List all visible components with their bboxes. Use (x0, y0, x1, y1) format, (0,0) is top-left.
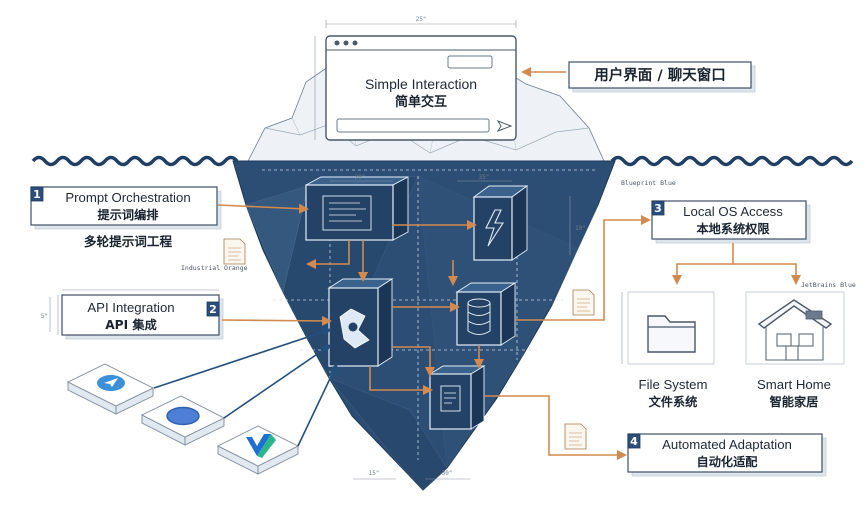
jetbrains-blue-note: JetBrains Blue (801, 281, 856, 289)
db-to-os-connector (515, 215, 651, 321)
file-system-cn: 文件系统 (649, 394, 698, 409)
badge-4: 4 (630, 435, 638, 448)
dim-35: 35" (479, 174, 490, 181)
adaptation-connector (484, 395, 627, 460)
adaptation-module (428, 365, 486, 430)
telegram-app-icon (97, 375, 125, 391)
top-callout: 用户界面 / 聊天窗口 (521, 61, 756, 93)
app-tile-v (216, 425, 300, 475)
label-1-en: Prompt Orchestration (65, 190, 190, 205)
app-core-icon (339, 308, 370, 349)
label-3-en: Local OS Access (683, 204, 783, 219)
badge-1: 1 (33, 188, 41, 201)
chat-input-field (336, 118, 490, 133)
dim-15: 15" (369, 470, 380, 477)
label-3-cn: 本地系统权限 (696, 221, 770, 236)
waterline (31, 155, 854, 167)
top-dimension: 25" (314, 16, 517, 140)
label-4-cn: 自动化适配 (697, 454, 759, 469)
core-module (327, 278, 394, 367)
smart-home-en: Smart Home (757, 377, 831, 392)
label-local-os-access: 3 Local OS Access 本地系统权限 (651, 200, 811, 244)
label-4-en: Automated Adaptation (662, 437, 792, 452)
label-2-cn: API 集成 (105, 317, 157, 332)
simple-interaction-window: Simple Interaction 简单交互 (325, 35, 517, 141)
v-app-icon (246, 434, 276, 458)
dim-5: 5" (41, 313, 48, 320)
paper-document-icon-right (572, 289, 595, 316)
iceberg-dimension-marks: 20" 35" 10" 5" 15" 30" (41, 174, 586, 480)
dim-20: 20" (355, 174, 366, 181)
smart-home-cn: 智能家居 (769, 394, 819, 409)
industrial-orange-note: Industrial Orange (181, 264, 248, 272)
label-1-cn-extra: 多轮提示词工程 (84, 234, 173, 249)
label-2-en: API Integration (87, 300, 174, 315)
database-icon (467, 298, 491, 335)
internal-connectors (306, 220, 484, 395)
file-system-card (621, 291, 715, 365)
label-prompt-orchestration: 1 Prompt Orchestration 提示词编排 多轮提示词工程 (30, 186, 309, 249)
app-tile-telegram (66, 363, 155, 415)
window-title: Simple Interaction (365, 76, 477, 92)
lightning-icon (485, 209, 505, 247)
smart-home-card (745, 291, 845, 365)
tile-to-core-arrows (153, 327, 338, 447)
send-icon (496, 120, 513, 132)
folder-icon (647, 315, 696, 353)
app-tile-round (140, 395, 226, 446)
os-branch-lines (672, 243, 801, 285)
document-icon (322, 195, 372, 231)
script-icon (440, 385, 461, 412)
dim-25-top: 25" (416, 16, 427, 23)
badge-2: 2 (209, 303, 217, 316)
paper-document-icon-bottom (564, 423, 587, 450)
file-system-en: File System (639, 377, 708, 392)
paper-document-icon-left (223, 238, 246, 265)
database-module (455, 282, 517, 346)
label-automated-adaptation: 4 Automated Adaptation 自动化适配 (627, 433, 827, 477)
blueprint-blue-note: Blueprint Blue (621, 179, 676, 187)
top-callout-text: 用户界面 / 聊天窗口 (594, 66, 725, 84)
document-module (305, 176, 409, 241)
round-app-icon (166, 406, 200, 426)
lightning-module (472, 185, 529, 261)
dim-10: 10" (575, 225, 586, 232)
label-1-cn: 提示词编排 (98, 207, 159, 222)
window-subtitle: 简单交互 (395, 94, 447, 110)
house-icon (757, 299, 833, 361)
dim-30: 30" (442, 470, 453, 477)
label-api-integration: 2 API Integration API 集成 (57, 289, 332, 340)
badge-3: 3 (654, 202, 662, 215)
